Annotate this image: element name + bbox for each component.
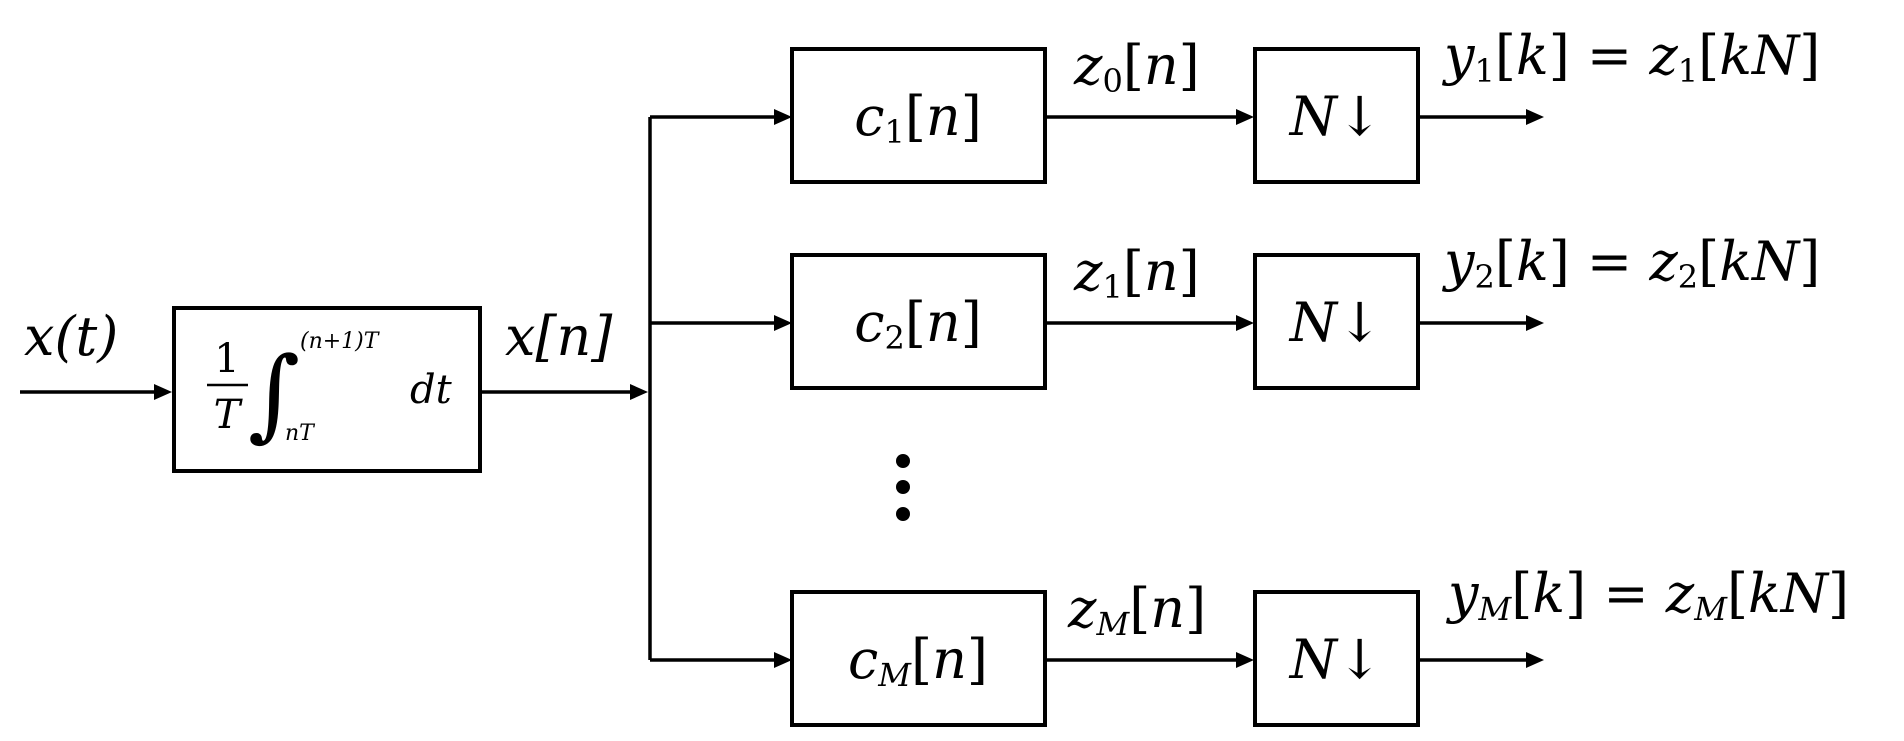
sampled-signal: x[n]	[480, 305, 648, 400]
intermediate-label-m: zM[n]	[1067, 577, 1206, 643]
integral-differential: dt	[410, 367, 453, 413]
filter-label-2: c2[n]	[854, 291, 982, 357]
output-label-1: y1[k] = z1[kN]	[1442, 24, 1820, 90]
input-signal: x(t)	[20, 305, 172, 400]
sampled-label: x[n]	[505, 305, 613, 368]
integrator-block: 1 T ∫ (n+1)T nT dt	[172, 306, 482, 473]
decimator-box-2	[1253, 253, 1420, 390]
intermediate-label-2: z1[n]	[1073, 240, 1200, 306]
integrator-frac-num: 1	[214, 336, 239, 382]
integral-upper-limit: (n+1)T	[300, 329, 381, 354]
decimator-label-2: N↓	[1288, 291, 1383, 354]
branch-1: c1[n] z0[n] N↓ y1[k] = z1[kN]	[650, 24, 1820, 184]
branch-m: cM[n] zM[n] N↓ yM[k] = zM[kN]	[650, 562, 1849, 727]
filter-label-1: c1[n]	[854, 85, 982, 151]
decimator-box-1	[1253, 47, 1420, 184]
filter-box-1	[790, 47, 1047, 184]
output-label-2: y2[k] = z2[kN]	[1442, 230, 1820, 296]
ellipsis-dots: ⋮	[896, 454, 910, 521]
branch-2: c2[n] z1[n] N↓ y2[k] = z2[kN]	[650, 230, 1820, 390]
input-label: x(t)	[24, 305, 118, 368]
intermediate-label-1: z0[n]	[1073, 34, 1200, 100]
output-label-m: yM[k] = zM[kN]	[1446, 562, 1849, 628]
decimator-label-1: N↓	[1288, 85, 1383, 148]
integral-lower-limit: nT	[285, 421, 316, 446]
filter-label-m: cM[n]	[848, 628, 988, 694]
integral-sign: ∫	[248, 335, 300, 452]
filter-box-2	[790, 253, 1047, 390]
decimator-label-m: N↓	[1288, 628, 1383, 691]
filter-box-m	[790, 590, 1047, 727]
integrator-frac-den: T	[214, 392, 244, 438]
